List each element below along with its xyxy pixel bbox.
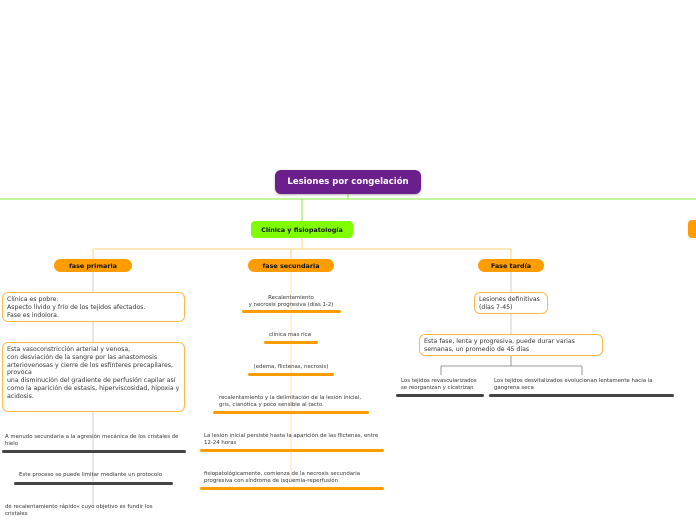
phase-primaria[interactable]: fase primaria [54, 259, 132, 272]
secundaria-item-underline [200, 487, 384, 490]
secundaria-item-underline [248, 373, 334, 376]
primaria-item-protocolo[interactable]: Este proceso se puede limitar mediante u… [19, 472, 162, 478]
root-topic[interactable]: Lesiones por congelación [275, 170, 421, 194]
secundaria-item-recalentamiento[interactable]: Recalentamiento y necrosis progresiva (d… [248, 295, 334, 308]
tardia-duracion-box[interactable]: Esta fase, lenta y progresiva, puede dur… [419, 334, 603, 356]
tardia-leaf-desvitalizados[interactable]: Los tejidos desvitalizados evolucionan l… [494, 378, 653, 391]
secundaria-item-delimitacion[interactable]: recalentamiento y la delimitación de la … [219, 395, 362, 408]
secundaria-item-flictenas[interactable]: La lesión inicial persiste hasta la apar… [204, 433, 379, 446]
secundaria-item-underline [264, 341, 318, 344]
primaria-vasoconstriccion-box[interactable]: Esta vasoconstricción arterial y venosa,… [2, 342, 185, 412]
primaria-item-recalentamiento[interactable]: de recalentamiento rápido« cuyo objetivo… [5, 504, 153, 517]
primaria-item-underline [2, 450, 186, 453]
primaria-clinica-box[interactable]: Clínica es pobre. Aspecto lívido y frío … [2, 292, 185, 322]
secundaria-item-isquemia[interactable]: fisiopatológicamente, comienza de la nec… [204, 471, 361, 484]
tardia-lesiones-box[interactable]: Lesiones definitivas (días 7-45) [474, 292, 548, 314]
offscreen-topic-tab[interactable] [688, 220, 696, 238]
secundaria-item-edema[interactable]: (edema, flictenas, necrosis) [253, 364, 329, 370]
tardia-leaf-underline [489, 394, 674, 397]
primaria-item-cristales[interactable]: A menudo secundaria a la agresión mecáni… [5, 434, 179, 447]
phase-tardia[interactable]: Fase tardía [478, 259, 544, 272]
main-topic[interactable]: Clínica y fisiopatología [251, 221, 353, 238]
secundaria-item-underline [242, 310, 341, 313]
tardia-leaf-underline [396, 394, 484, 397]
primaria-item-underline [14, 482, 173, 485]
secundaria-item-clinica[interactable]: clínica mas rica [269, 332, 311, 338]
secundaria-item-underline [200, 449, 384, 452]
phase-secundaria[interactable]: fase secundaria [248, 259, 334, 272]
tardia-leaf-revascularizados[interactable]: Los tejidos revascularizados se reorgani… [401, 378, 477, 391]
secundaria-item-underline [213, 411, 369, 414]
